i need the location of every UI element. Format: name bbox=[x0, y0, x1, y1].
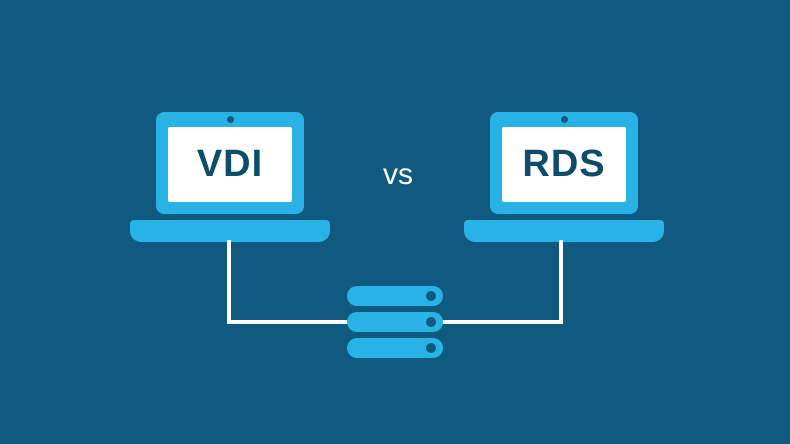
connector-line-right-horizontal bbox=[439, 320, 563, 324]
server-bar bbox=[347, 338, 443, 358]
server-bar bbox=[347, 312, 443, 332]
server-icon bbox=[347, 286, 443, 358]
server-led-dot bbox=[426, 291, 436, 301]
vs-label: vs bbox=[383, 158, 413, 191]
server-led-dot bbox=[426, 343, 436, 353]
laptop-screen: RDS bbox=[490, 112, 638, 214]
laptop-base bbox=[130, 220, 330, 242]
server-bar bbox=[347, 286, 443, 306]
rds-laptop-icon: RDS bbox=[464, 112, 664, 244]
connector-line-left-vertical bbox=[227, 240, 231, 324]
laptop-screen: VDI bbox=[156, 112, 304, 214]
server-led-dot bbox=[426, 317, 436, 327]
laptop-base bbox=[464, 220, 664, 242]
rds-label: RDS bbox=[502, 127, 626, 202]
vdi-label: VDI bbox=[168, 127, 292, 202]
vdi-laptop-icon: VDI bbox=[130, 112, 330, 244]
connector-line-left-horizontal bbox=[227, 320, 351, 324]
connector-line-right-vertical bbox=[559, 240, 563, 324]
camera-dot-icon bbox=[560, 116, 568, 123]
camera-dot-icon bbox=[226, 116, 234, 123]
